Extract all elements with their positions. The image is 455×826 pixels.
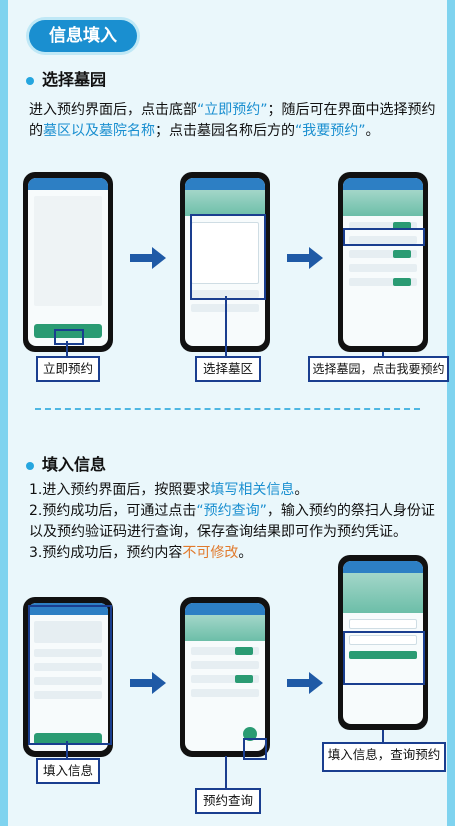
label-box-4: 填入信息 [36, 758, 100, 784]
highlight-box-6 [343, 631, 425, 685]
highlight-box-2 [190, 214, 266, 300]
label-box-2: 选择墓区 [195, 356, 261, 382]
mock-reserve-button [34, 324, 102, 338]
highlight-box-5 [243, 738, 267, 760]
right-arrow-icon [130, 672, 166, 694]
bullet-dot-icon [26, 76, 34, 85]
label-box-3: 选择墓园，点击我要预约 [308, 356, 449, 382]
section2-title: 填入信息 [26, 451, 106, 475]
phone-screenshot-4 [23, 597, 113, 757]
right-border [447, 0, 455, 826]
label-box-1: 立即预约 [36, 356, 100, 382]
phone-screenshot-2 [180, 172, 270, 352]
phone-screenshot-5 [180, 597, 270, 757]
highlight-box-1 [54, 329, 84, 345]
dashed-divider [35, 408, 420, 410]
highlight-box-4 [28, 605, 112, 745]
left-border [0, 0, 8, 826]
label-box-5: 预约查询 [195, 788, 261, 814]
section1-title: 选择墓园 [26, 66, 106, 90]
phone-screenshot-6 [338, 555, 428, 730]
highlight-box-3 [343, 228, 425, 246]
section2-paragraph: 1.进入预约界面后，按照要求填写相关信息。 2.预约成功后，可通过点击“预约查询… [29, 482, 435, 561]
right-arrow-icon [287, 672, 323, 694]
right-arrow-icon [130, 247, 166, 269]
query-fab-icon [243, 727, 257, 741]
right-arrow-icon [287, 247, 323, 269]
phone-screenshot-3 [338, 172, 428, 352]
label-box-6: 填入信息，查询预约 [322, 742, 446, 772]
section1-paragraph: 进入预约界面后，点击底部“立即预约”；随后可在界面中选择预约的墓区以及墓院名称；… [29, 102, 436, 139]
section-pill: 信息填入 [29, 20, 137, 52]
phone-screenshot-1 [23, 172, 113, 352]
bullet-dot-icon [26, 461, 34, 470]
